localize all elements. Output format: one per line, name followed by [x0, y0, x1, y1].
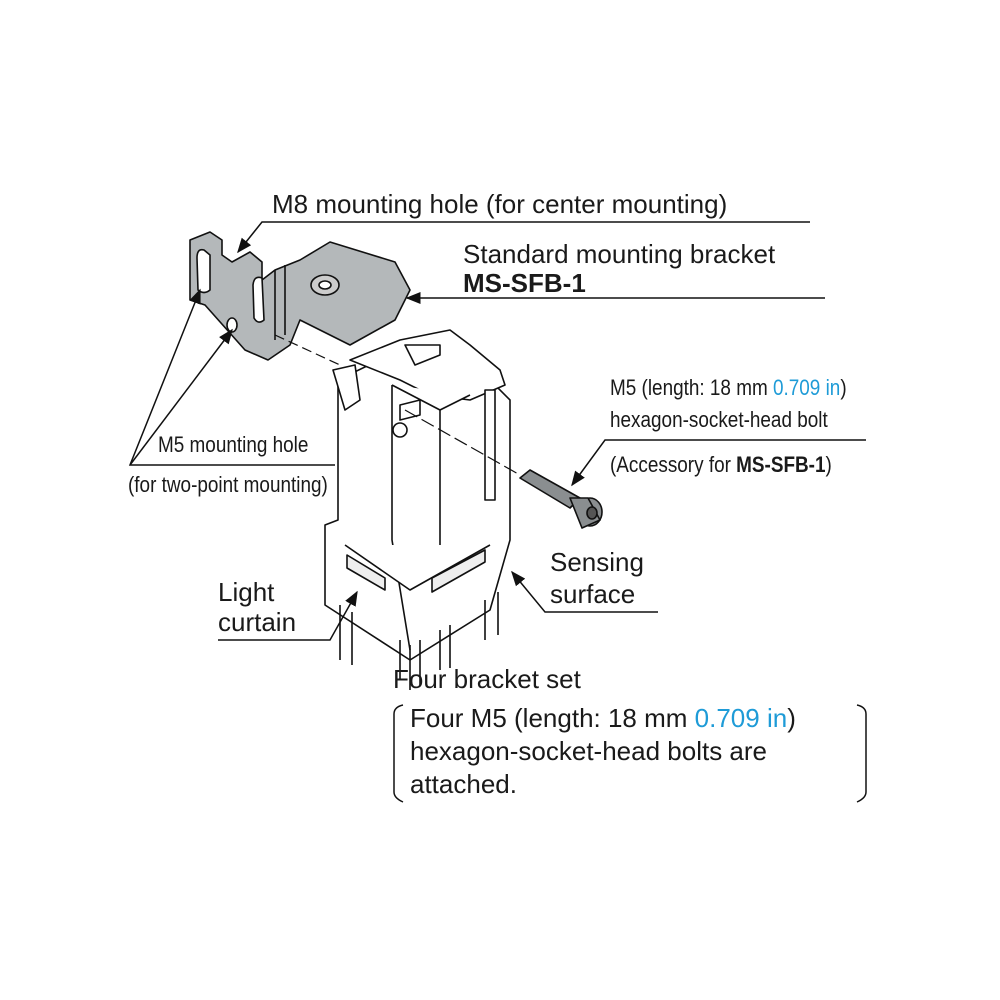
bolt-length-text: M5 (length: 18 mm	[610, 375, 773, 400]
set-line-1: Four M5 (length: 18 mm 0.709 in)	[410, 705, 796, 731]
accessory-suffix: )	[825, 452, 832, 477]
bolt-length-suffix: )	[840, 375, 847, 400]
label-m8-mounting-hole: M8 mounting hole (for center mounting)	[272, 189, 728, 219]
label-sensing: Sensing	[550, 547, 644, 577]
set-length-suffix: )	[787, 703, 796, 733]
label-bolt-accessory: (Accessory for MS-SFB-1)	[610, 454, 832, 476]
set-line-3: attached.	[410, 769, 517, 799]
set-line-2: hexagon-socket-head bolts are	[410, 736, 768, 766]
set-length-text: Four M5 (length: 18 mm	[410, 703, 695, 733]
label-light: Light	[218, 577, 275, 607]
hex-bolt	[519, 469, 603, 529]
label-m5-hole-note: (for two-point mounting)	[128, 472, 328, 497]
label-bolt-type: hexagon-socket-head bolt	[610, 407, 828, 432]
label-four-bracket-set: Four bracket set	[393, 664, 581, 694]
accessory-text: (Accessory for	[610, 452, 737, 477]
accessory-model: MS-SFB-1	[736, 452, 826, 477]
bolt-length-inch: 0.709 in	[772, 375, 841, 400]
light-curtain-body	[324, 329, 511, 690]
set-length-inch: 0.709 in	[694, 703, 788, 733]
label-curtain: curtain	[218, 607, 297, 637]
right-brace	[856, 704, 867, 803]
label-surface: surface	[550, 579, 636, 609]
label-m5-mounting-hole: M5 mounting hole	[158, 432, 309, 457]
label-bracket-title: Standard mounting bracket	[463, 239, 776, 269]
label-bolt-length: M5 (length: 18 mm 0.709 in)	[610, 377, 847, 399]
label-bracket-model: MS-SFB-1	[463, 268, 586, 298]
left-brace	[393, 704, 404, 803]
mounting-bracket	[189, 231, 411, 361]
